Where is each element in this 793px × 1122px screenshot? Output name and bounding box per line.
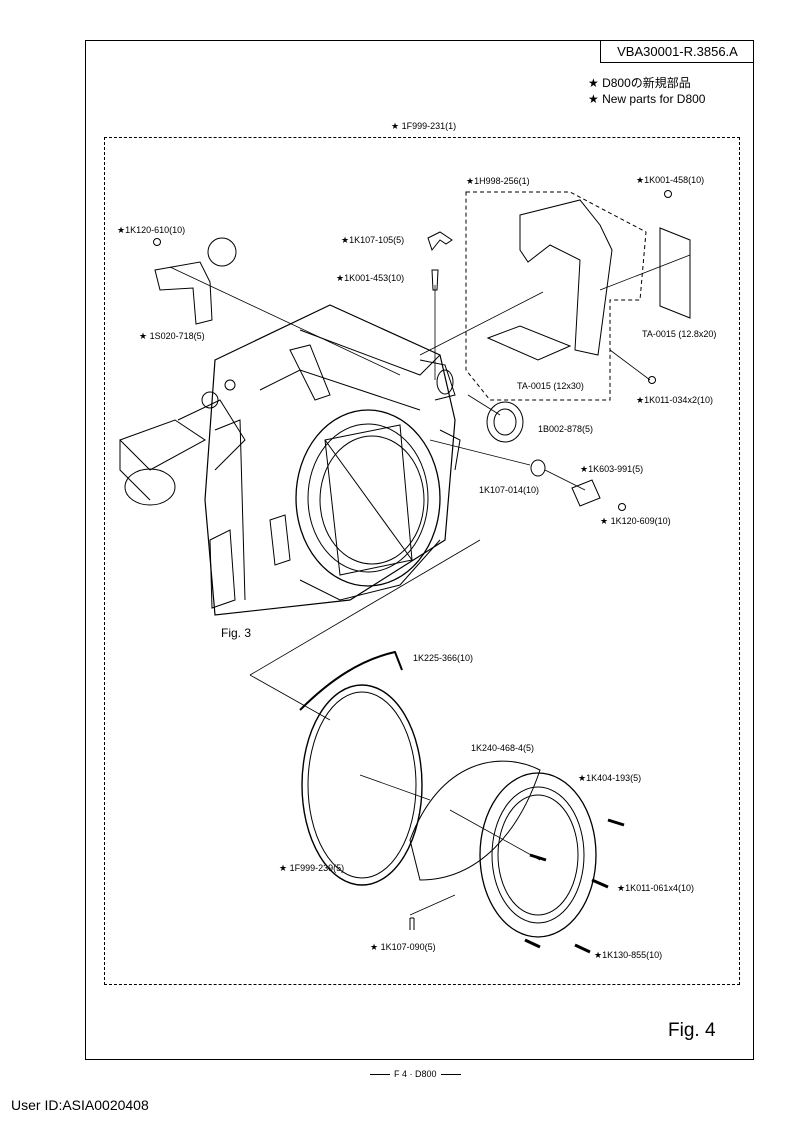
label-1k011-061: ★1K011-061x4(10) [617,883,694,893]
sheet-border [85,40,754,1060]
label-1k120-610: ★1K120-610(10) [117,225,186,235]
lens-mount-parts [301,684,625,954]
screw-1k130-855 [574,943,591,954]
label-1k001-453: ★1K001-453(10) [336,273,405,283]
screw-1k120-609 [618,503,626,511]
screw-1k011-061-a [607,818,625,827]
footer-rule-left [370,1074,390,1076]
label-1k107-090: ★ 1K107-090(5) [370,942,436,952]
clip-1k107-105 [427,231,453,252]
label-1k120-609: ★ 1K120-609(10) [600,516,671,526]
label-1k001-458: ★1K001-458(10) [636,175,705,185]
page-number: F 4 · D800 [394,1069,437,1079]
plate-1k603-991 [571,479,601,507]
eyepiece-1b002-878 [486,401,524,443]
label-1k130-855: ★1K130-855(10) [594,950,663,960]
document-id: VBA30001-R.3856.A [600,41,754,63]
ring-1f999-239 [301,684,423,886]
label-1k240-468: 1K240-468-4(5) [471,743,535,753]
label-ta0015-12-8x20: TA-0015 (12.8x20) [642,329,717,339]
screw-1k001-453 [431,269,439,291]
tape-ta0015-small [486,325,572,361]
leader-lines [169,254,691,916]
label-1k011-034: ★1K011-034x2(10) [636,395,713,405]
label-1s020-718: ★ 1S020-718(5) [139,331,205,341]
subassembly-boundary [465,191,647,401]
screw-1k011-061-c [529,853,547,862]
label-1k107-014: 1K107-014(10) [479,485,540,495]
label-1k225-366: 1K225-366(10) [413,653,474,663]
label-1k404-193: ★1K404-193(5) [578,773,642,783]
new-parts-note-jp: ★ D800の新規部品 [588,76,691,90]
tape-ta0015-large [659,227,691,319]
bracket-1s020-718 [154,261,213,325]
label-1k603-991: ★1K603-991(5) [580,464,644,474]
small-parts [153,190,672,711]
ring-1k107-014 [530,459,546,477]
user-id: User ID:ASIA0020408 [11,1097,149,1113]
plate-1k240-468 [409,760,541,881]
mirror-box-body [119,304,461,616]
label-1b002-878: 1B002-878(5) [538,424,594,434]
bracket-1h998-256 [519,199,613,356]
speaker-grille [207,237,237,267]
label-1f999-239: ★ 1F999-239(5) [279,863,345,873]
screw-1k001-458 [664,190,672,198]
spring-1k107-090 [409,917,415,930]
new-parts-note-en: ★ New parts for D800 [588,92,706,106]
label-1k107-105: ★1K107-105(5) [341,235,405,245]
screw-1k011-061-b [591,878,609,889]
figure-label-fig3: Fig. 3 [221,626,252,640]
screw-1k120-610 [153,238,161,246]
assembly-boundary [104,137,740,985]
mount-1k404-193 [479,772,597,938]
figure-label-fig4: Fig. 4 [668,1020,716,1041]
footer-rule-right [440,1074,461,1076]
page-footer: F 4 · D800 [366,1069,465,1079]
screw-1k130-855-b [524,938,541,949]
label-1h998-256: ★1H998-256(1) [466,176,530,186]
spring-1k225-366 [299,650,403,711]
screw-1k011-034 [648,376,656,384]
label-assembly: ★ 1F999-231(1) [391,121,457,131]
label-ta0015-12x30: TA-0015 (12x30) [517,381,584,391]
